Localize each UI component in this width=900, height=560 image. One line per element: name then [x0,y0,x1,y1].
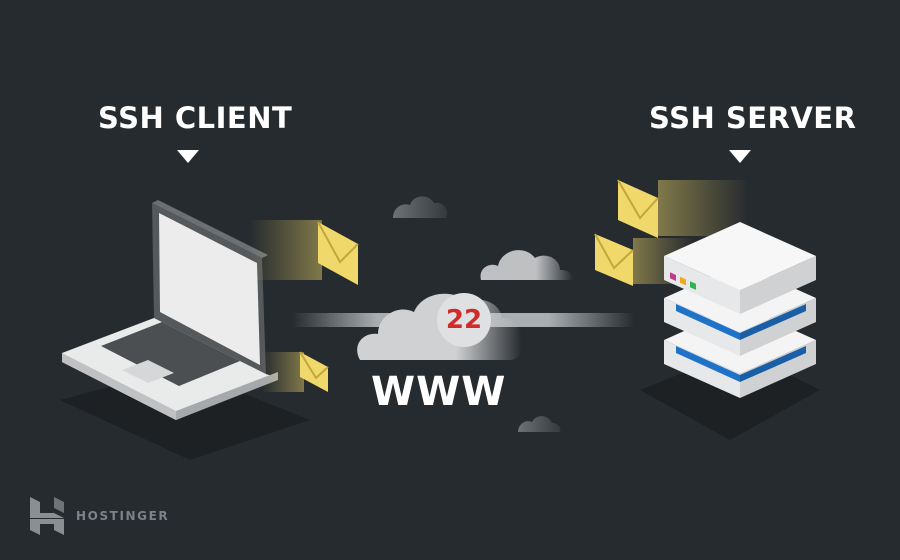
hostinger-logo-icon [30,497,64,535]
ssh-server-label: SSH SERVER [649,101,857,135]
server-icon [664,222,816,398]
server-pointer-icon [729,150,751,163]
port-number-label: 22 [445,305,483,335]
internet-label: WWW [371,369,507,415]
envelope-icon [299,351,329,392]
envelope-trail [262,352,304,392]
ssh-client-label: SSH CLIENT [98,101,293,135]
cloud-icon [518,416,561,432]
envelope-icon [317,221,359,285]
status-light [680,276,686,286]
internet-cloud-icon [357,293,522,360]
envelope-icon [617,179,659,238]
cloud-icon [393,196,448,218]
laptop-icon [62,200,278,420]
cloud-icon [480,250,573,280]
status-light [690,281,696,290]
brand-name: HOSTINGER [76,509,170,523]
brand-logo: HOSTINGER [30,497,169,535]
client-pointer-icon [177,150,199,163]
envelope-trail [250,220,322,280]
status-light [670,272,676,281]
envelope-icon [594,233,634,286]
